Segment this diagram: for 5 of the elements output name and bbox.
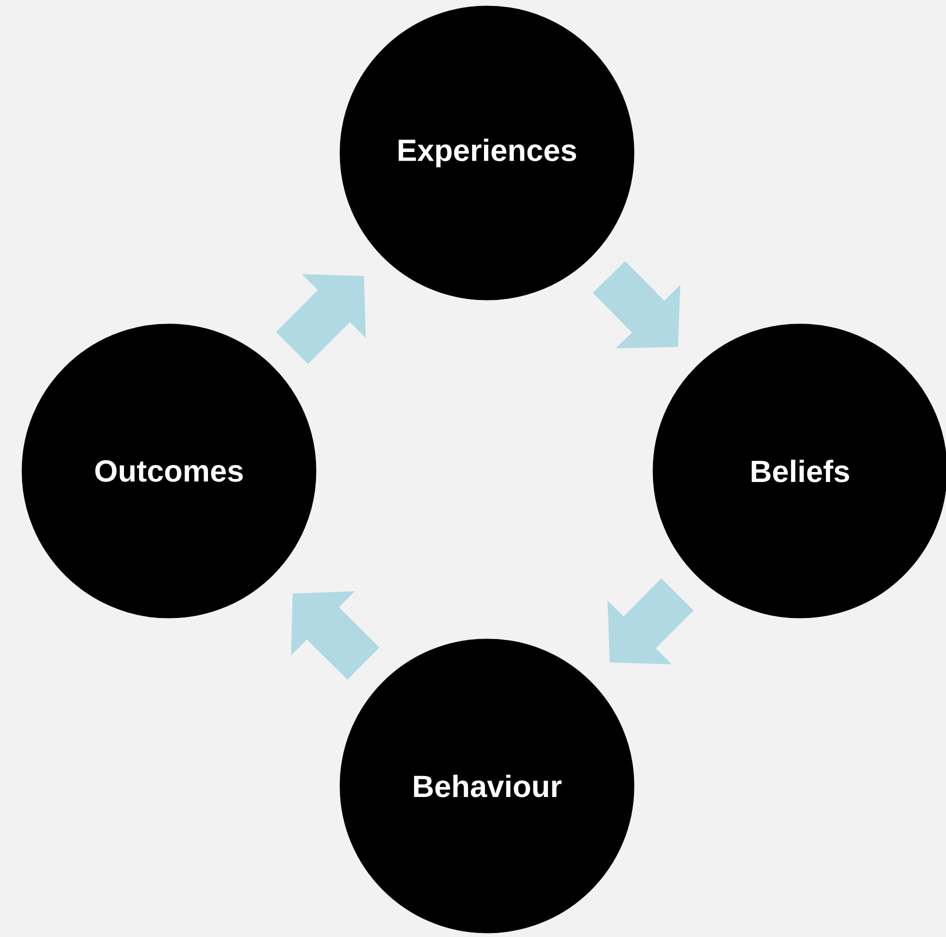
circle-node: Behaviour — [340, 638, 634, 934]
circle-node: Beliefs — [652, 324, 946, 618]
circle-node: Outcomes — [22, 324, 316, 618]
block-arrow — [592, 261, 680, 348]
circle-node: Experiences — [340, 6, 634, 300]
